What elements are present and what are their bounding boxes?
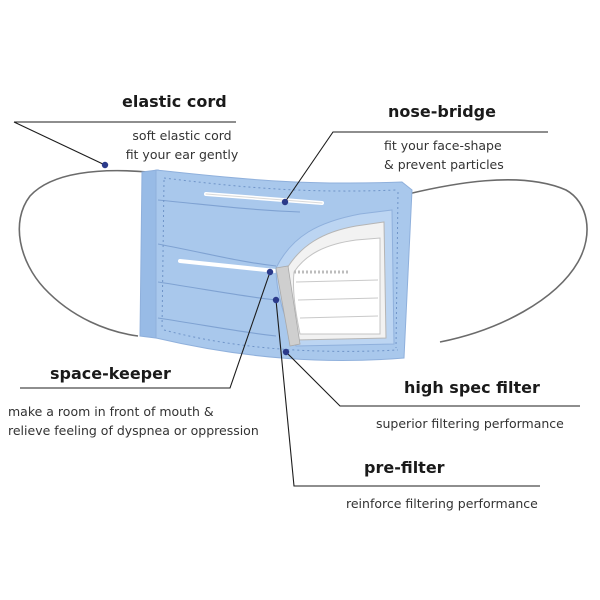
high-spec-filter-description: superior filtering performance [376, 414, 564, 433]
space-keeper-title: space-keeper [50, 364, 171, 383]
filter-folds [295, 279, 379, 319]
elastic-cord-dot [101, 161, 109, 169]
nose-bridge-line-1: fit your face-shape [384, 138, 502, 153]
stitching [161, 177, 399, 352]
pre-filter-line-1: reinforce filtering performance [346, 496, 538, 511]
pleats [157, 199, 301, 337]
pre-filter-description: reinforce filtering performance [346, 494, 538, 513]
pre-filter-title: pre-filter [364, 458, 445, 477]
nose-bridge-leader [284, 131, 548, 203]
nose-bridge-line-2: & prevent particles [384, 157, 504, 172]
high-spec-filter-title: high spec filter [404, 378, 540, 397]
high-spec-filter-dot [282, 348, 290, 356]
elastic-cord-leader [13, 121, 106, 166]
space-keeper-leader [20, 271, 271, 389]
nose-bridge-dot [281, 198, 289, 206]
elastic-cord-description: soft elastic cord fit your ear gently [112, 126, 252, 164]
left-side-band [139, 169, 159, 339]
elastic-cord-title: elastic cord [122, 92, 227, 111]
space-keeper-line-2: relieve feeling of dyspnea or oppression [8, 423, 259, 438]
pointer-dots [101, 161, 290, 356]
right-ear-loop [407, 179, 588, 343]
spacer-strip [275, 265, 301, 347]
elastic-cord-line-1: soft elastic cord [132, 128, 232, 143]
leader-lines [13, 121, 580, 487]
left-ear-loop [18, 169, 149, 337]
space-keeper-dot [266, 268, 274, 276]
nose-bridge-title: nose-bridge [388, 102, 496, 121]
space-keeper-wire [178, 259, 278, 273]
pre-filter-dot [272, 296, 280, 304]
elastic-cord-line-2: fit your ear gently [125, 147, 239, 162]
space-keeper-line-1: make a room in front of mouth & [8, 404, 214, 419]
high-spec-filter-line-1: superior filtering performance [376, 416, 564, 431]
space-keeper-description: make a room in front of mouth & relieve … [8, 402, 259, 440]
nose-bridge-description: fit your face-shape & prevent particles [384, 136, 504, 174]
high-spec-filter-layer [293, 237, 381, 335]
pre-filter-leader [275, 299, 540, 487]
high-spec-filter-leader [285, 351, 580, 407]
mask-body [139, 169, 413, 361]
